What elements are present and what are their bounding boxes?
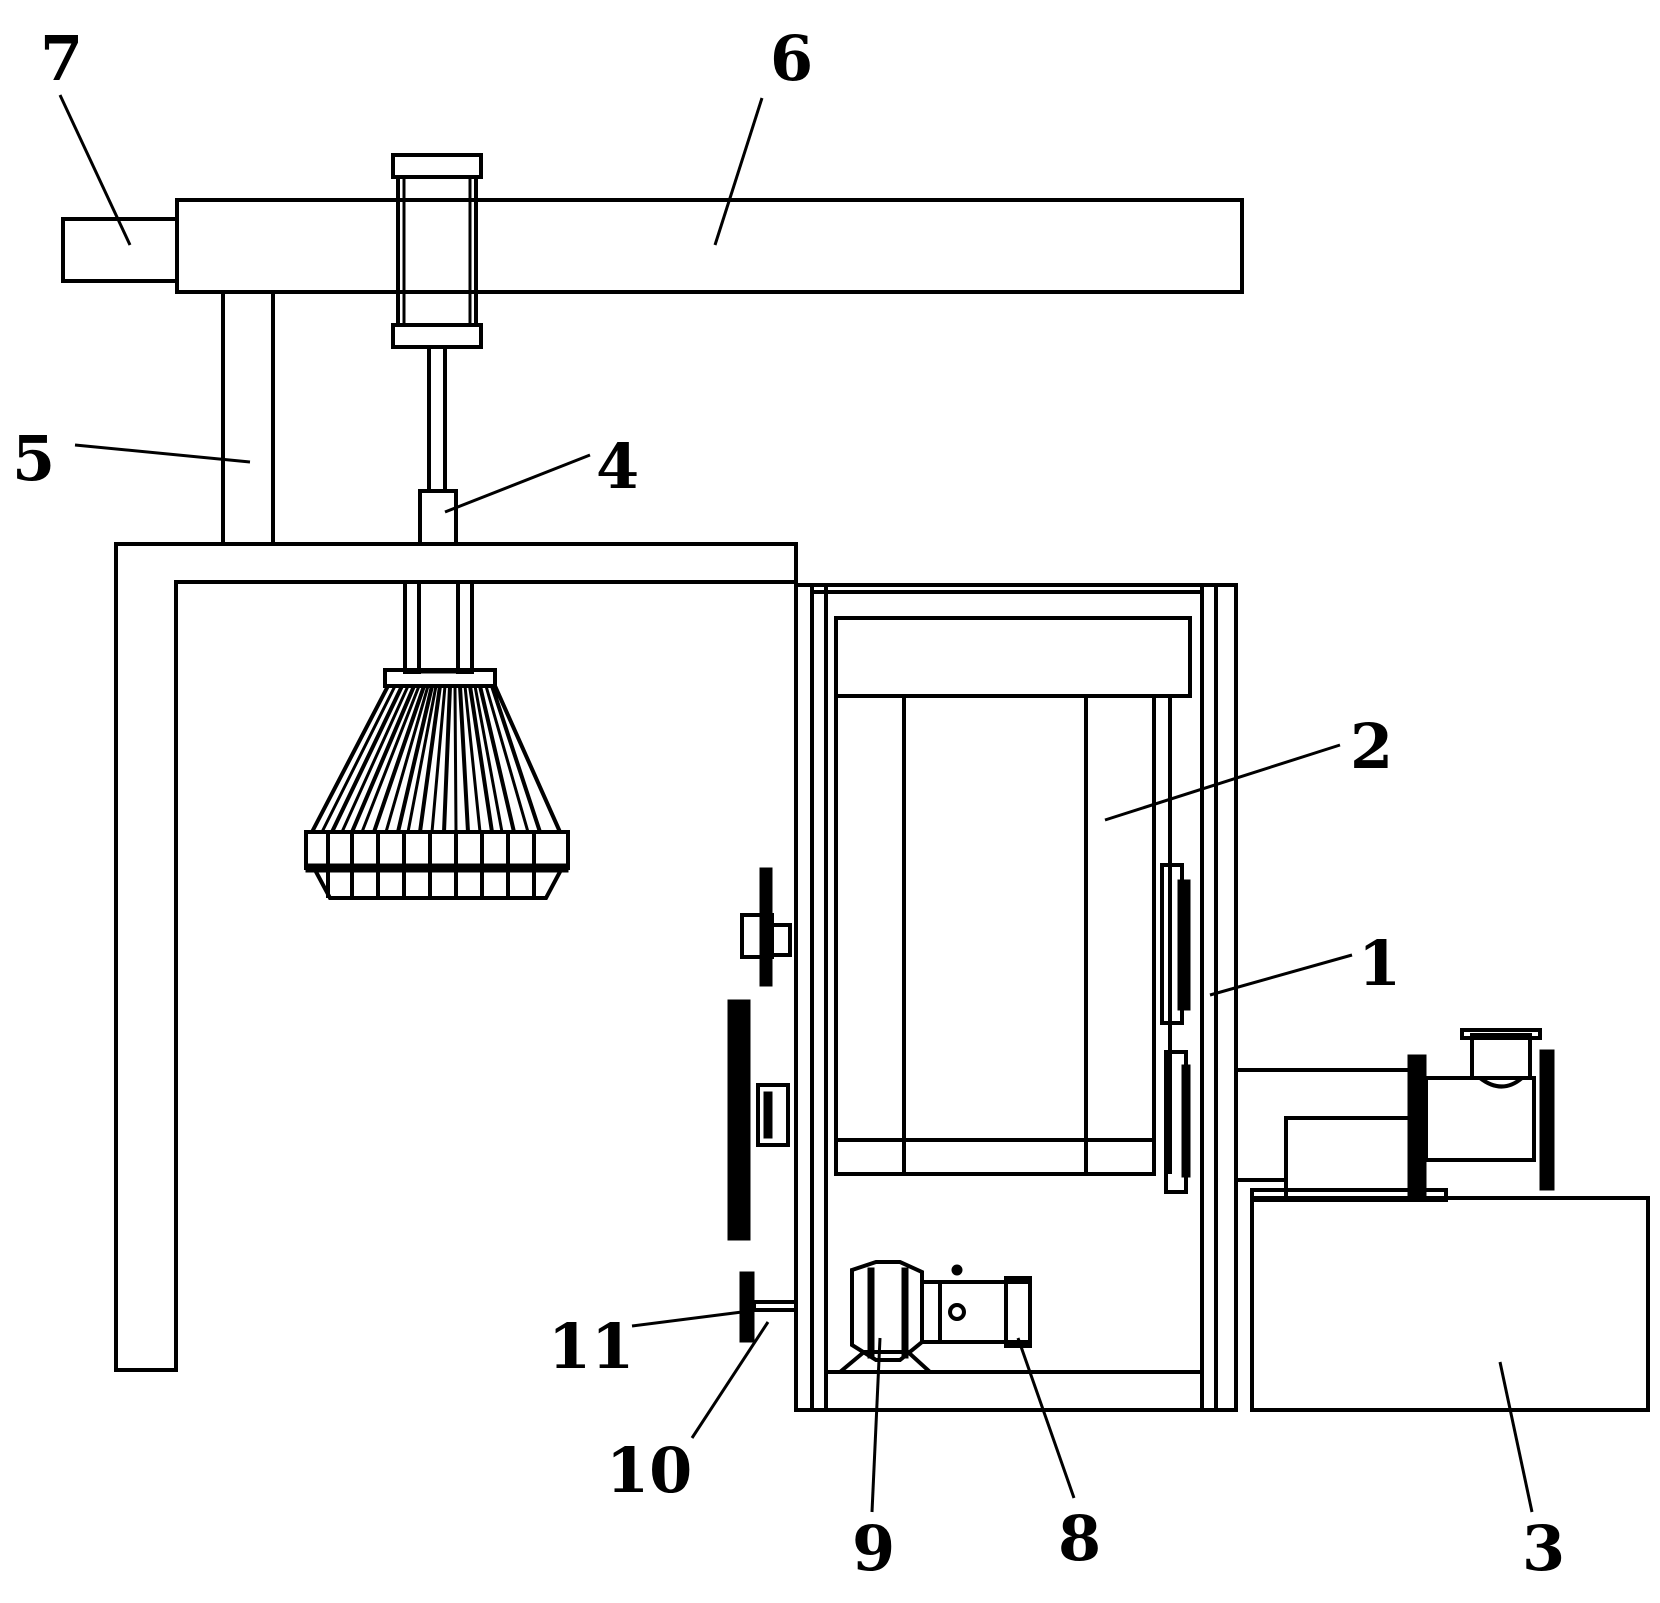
leader-lines [58, 94, 1534, 1513]
label-5: 5 [12, 422, 55, 495]
pipe-assembly [1234, 1028, 1555, 1202]
label-6: 6 [770, 22, 813, 95]
label-11: 11 [548, 1310, 634, 1383]
gripper-claw [304, 580, 570, 900]
label-10: 10 [606, 1434, 692, 1507]
hand-wheel [739, 1271, 798, 1343]
vertical-post [221, 290, 275, 546]
label-2: 2 [1350, 710, 1393, 783]
top-beam [175, 198, 1244, 294]
right-discs [1160, 863, 1191, 1194]
label-8: 8 [1058, 1502, 1101, 1575]
base-box [1250, 1188, 1650, 1412]
label-1: 1 [1358, 927, 1401, 1000]
bottom-motor [834, 1260, 1032, 1374]
label-7: 7 [40, 22, 83, 95]
label-9: 9 [852, 1512, 895, 1585]
l-frame [114, 542, 798, 1372]
end-block [61, 217, 179, 283]
inner-chamber [834, 616, 1192, 1176]
label-4: 4 [596, 430, 639, 503]
connector [418, 489, 458, 546]
cylinder [391, 153, 483, 493]
gear-assembly [727, 867, 792, 1241]
label-3: 3 [1522, 1512, 1565, 1585]
